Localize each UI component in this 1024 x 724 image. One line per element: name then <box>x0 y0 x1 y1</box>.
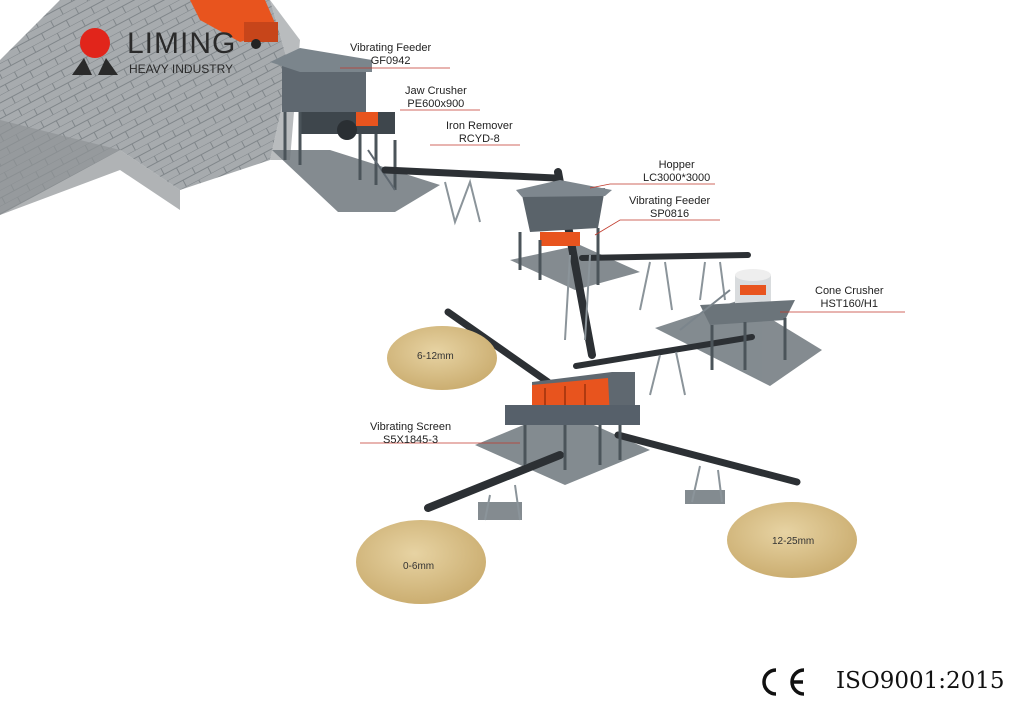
equipment-name: Vibrating Feeder <box>350 42 432 54</box>
brand-name: LIMING <box>127 27 237 60</box>
certification-block: ISO9001:2015 <box>762 664 1005 698</box>
cone-crusher-unit <box>679 269 795 370</box>
iso-certification: ISO9001:2015 <box>836 668 1005 694</box>
equipment-model: S5X1845-3 <box>383 434 439 446</box>
pile-label-6-12mm: 6-12mm <box>417 351 454 362</box>
equipment-model: PE600x900 <box>407 98 465 110</box>
sand-piles <box>356 326 857 604</box>
equipment-model: RCYD-8 <box>458 133 500 145</box>
label-vibrating-feeder-secondary: Vibrating Feeder SP0816 <box>629 195 710 221</box>
equipment-model: HST160/H1 <box>820 298 878 310</box>
dump-truck <box>190 0 278 49</box>
equipment-name: Cone Crusher <box>815 285 884 297</box>
equipment-name: Vibrating Feeder <box>629 195 711 207</box>
equipment-name: Iron Remover <box>446 120 513 132</box>
pile-12-25mm <box>727 502 857 578</box>
pile-label-12-25mm: 12-25mm <box>772 536 815 547</box>
label-jaw-crusher: Jaw Crusher PE600x900 <box>405 85 467 111</box>
vibrating-screen-unit <box>505 372 640 470</box>
equipment-model: SP0816 <box>649 208 690 220</box>
equipment-name: Jaw Crusher <box>405 85 467 97</box>
jaw-crusher-station <box>270 48 397 191</box>
equipment-model: LC3000*3000 <box>643 172 711 184</box>
brand-logo-icon <box>72 28 118 75</box>
pile-label-0-6mm: 0-6mm <box>403 561 435 572</box>
equipment-name: Hopper <box>658 159 695 171</box>
ground-shadows <box>272 150 822 520</box>
hopper-unit <box>516 180 612 285</box>
label-vibrating-screen: Vibrating Screen S5X1845-3 <box>370 421 451 447</box>
label-vibrating-feeder-primary: Vibrating Feeder GF0942 <box>350 42 431 68</box>
equipment-name: Vibrating Screen <box>370 421 452 433</box>
leader-lines <box>340 67 905 444</box>
pile-0-6mm <box>356 520 486 604</box>
stone-ramp <box>0 0 300 215</box>
ce-mark-icon <box>762 668 805 696</box>
label-cone-crusher: Cone Crusher HST160/H1 <box>815 285 883 311</box>
brand-subtitle: HEAVY INDUSTRY <box>129 62 234 76</box>
label-hopper: Hopper LC3000*3000 <box>643 159 710 185</box>
pile-6-12mm <box>387 326 497 390</box>
label-iron-remover: Iron Remover RCYD-8 <box>446 120 513 146</box>
equipment-model: GF0942 <box>370 55 411 67</box>
